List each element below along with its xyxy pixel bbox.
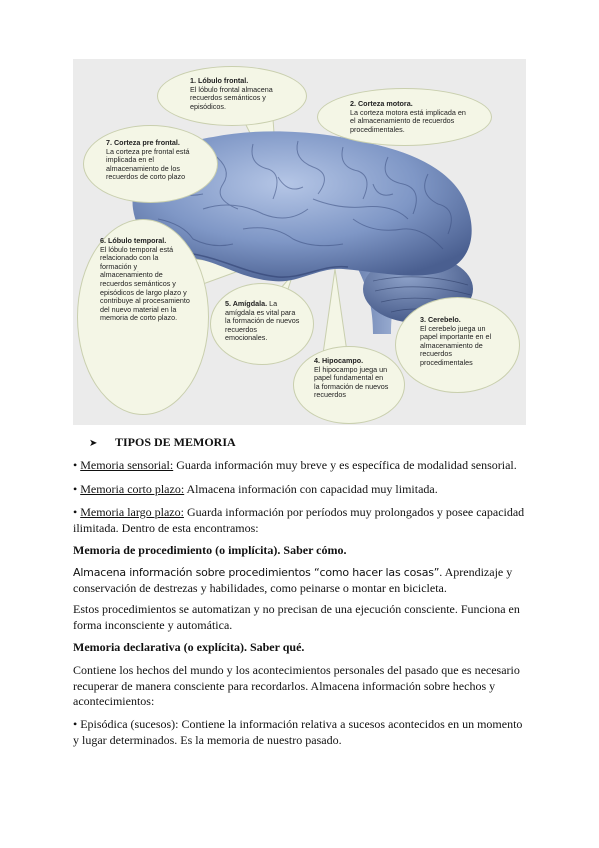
item-episodica: • Episódica (sucesos): Contiene la infor… [73, 717, 523, 747]
callout-frontal-lobe: 1. Lóbulo frontal. El lóbulo frontal alm… [157, 66, 307, 126]
declarativa-text: Contiene los hechos del mundo y los acon… [73, 663, 520, 708]
callout-prefrontal-cortex: 7. Corteza pre frontal. La corteza pre f… [83, 125, 218, 203]
procedimiento-title: Memoria de procedimiento (o implícita). … [73, 543, 347, 557]
procedimiento-auto: Estos procedimientos se automatizan y no… [73, 602, 520, 632]
brain-memory-figure: 1. Lóbulo frontal. El lóbulo frontal alm… [73, 59, 526, 425]
item-sensorial: • Memoria sensorial: Guarda información … [73, 458, 517, 472]
procedimiento-intro: Almacena información sobre procedimiento… [73, 565, 513, 595]
callout-motor-cortex: 2. Corteza motora. La corteza motora est… [317, 88, 492, 146]
callout-hippocampus: 4. Hipocampo. El hipocampo juega un pape… [293, 346, 405, 424]
item-largo-plazo: • Memoria largo plazo: Guarda informació… [73, 505, 525, 535]
item-corto-plazo: • Memoria corto plazo: Almacena informac… [73, 482, 438, 496]
arrow-bullet-icon: ➤ [89, 438, 98, 449]
callout-temporal-lobe: 6. Lóbulo temporal. El lóbulo temporal e… [77, 219, 209, 415]
section-heading: ➤TIPOS DE MEMORIA [73, 435, 528, 452]
declarativa-title: Memoria declarativa (o explícita). Saber… [73, 640, 305, 654]
callout-amygdala: 5. Amígdala. La amígdala es vital para l… [210, 283, 314, 365]
callout-cerebellum: 3. Cerebelo. El cerebelo juega un papel … [395, 297, 520, 393]
